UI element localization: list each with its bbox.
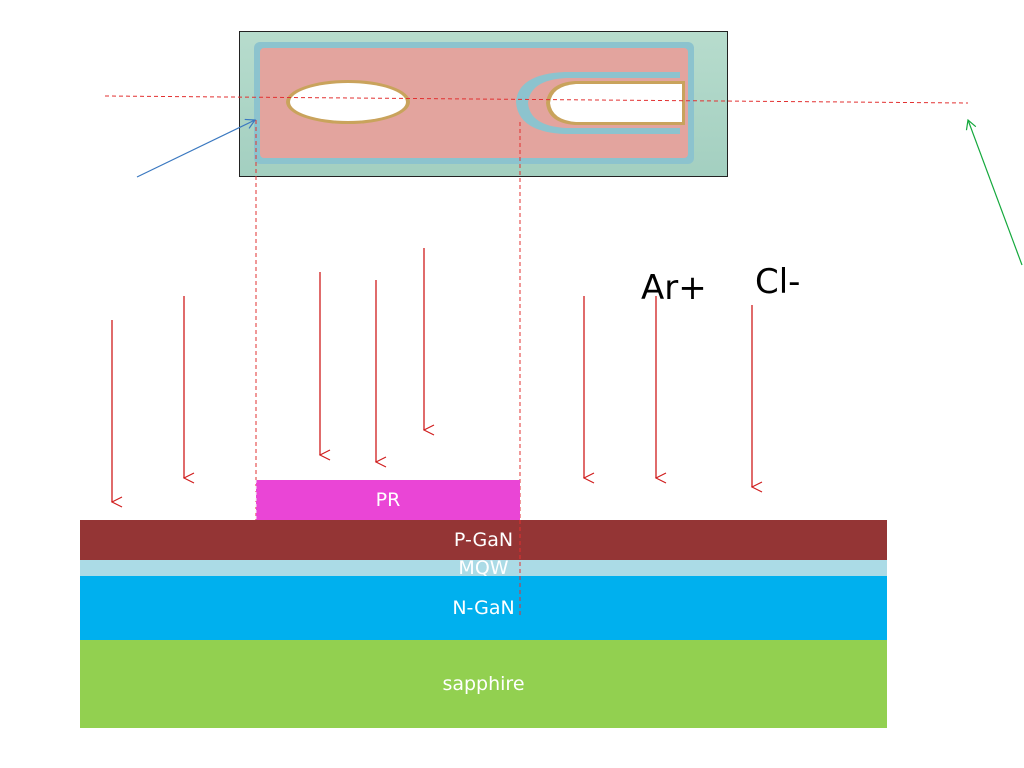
blue-pointer-arrow [136, 118, 257, 178]
ion-label-ar: Ar+ [641, 268, 707, 308]
layer-p-gan: P-GaN [80, 520, 887, 560]
green-pointer-arrow [965, 118, 1023, 266]
right-contact [550, 84, 682, 122]
ion-label-cl: Cl- [755, 262, 801, 302]
layer-mqw: MQW [80, 559, 887, 578]
layer-pr: PR [256, 480, 520, 520]
layer-n-gan: N-GaN [80, 576, 887, 640]
microscope-photo [239, 31, 728, 177]
photo-drawing [240, 32, 727, 176]
left-contact [290, 83, 406, 121]
horizontal-guide-line [104, 95, 969, 104]
layer-sapphire: sapphire [80, 640, 887, 728]
